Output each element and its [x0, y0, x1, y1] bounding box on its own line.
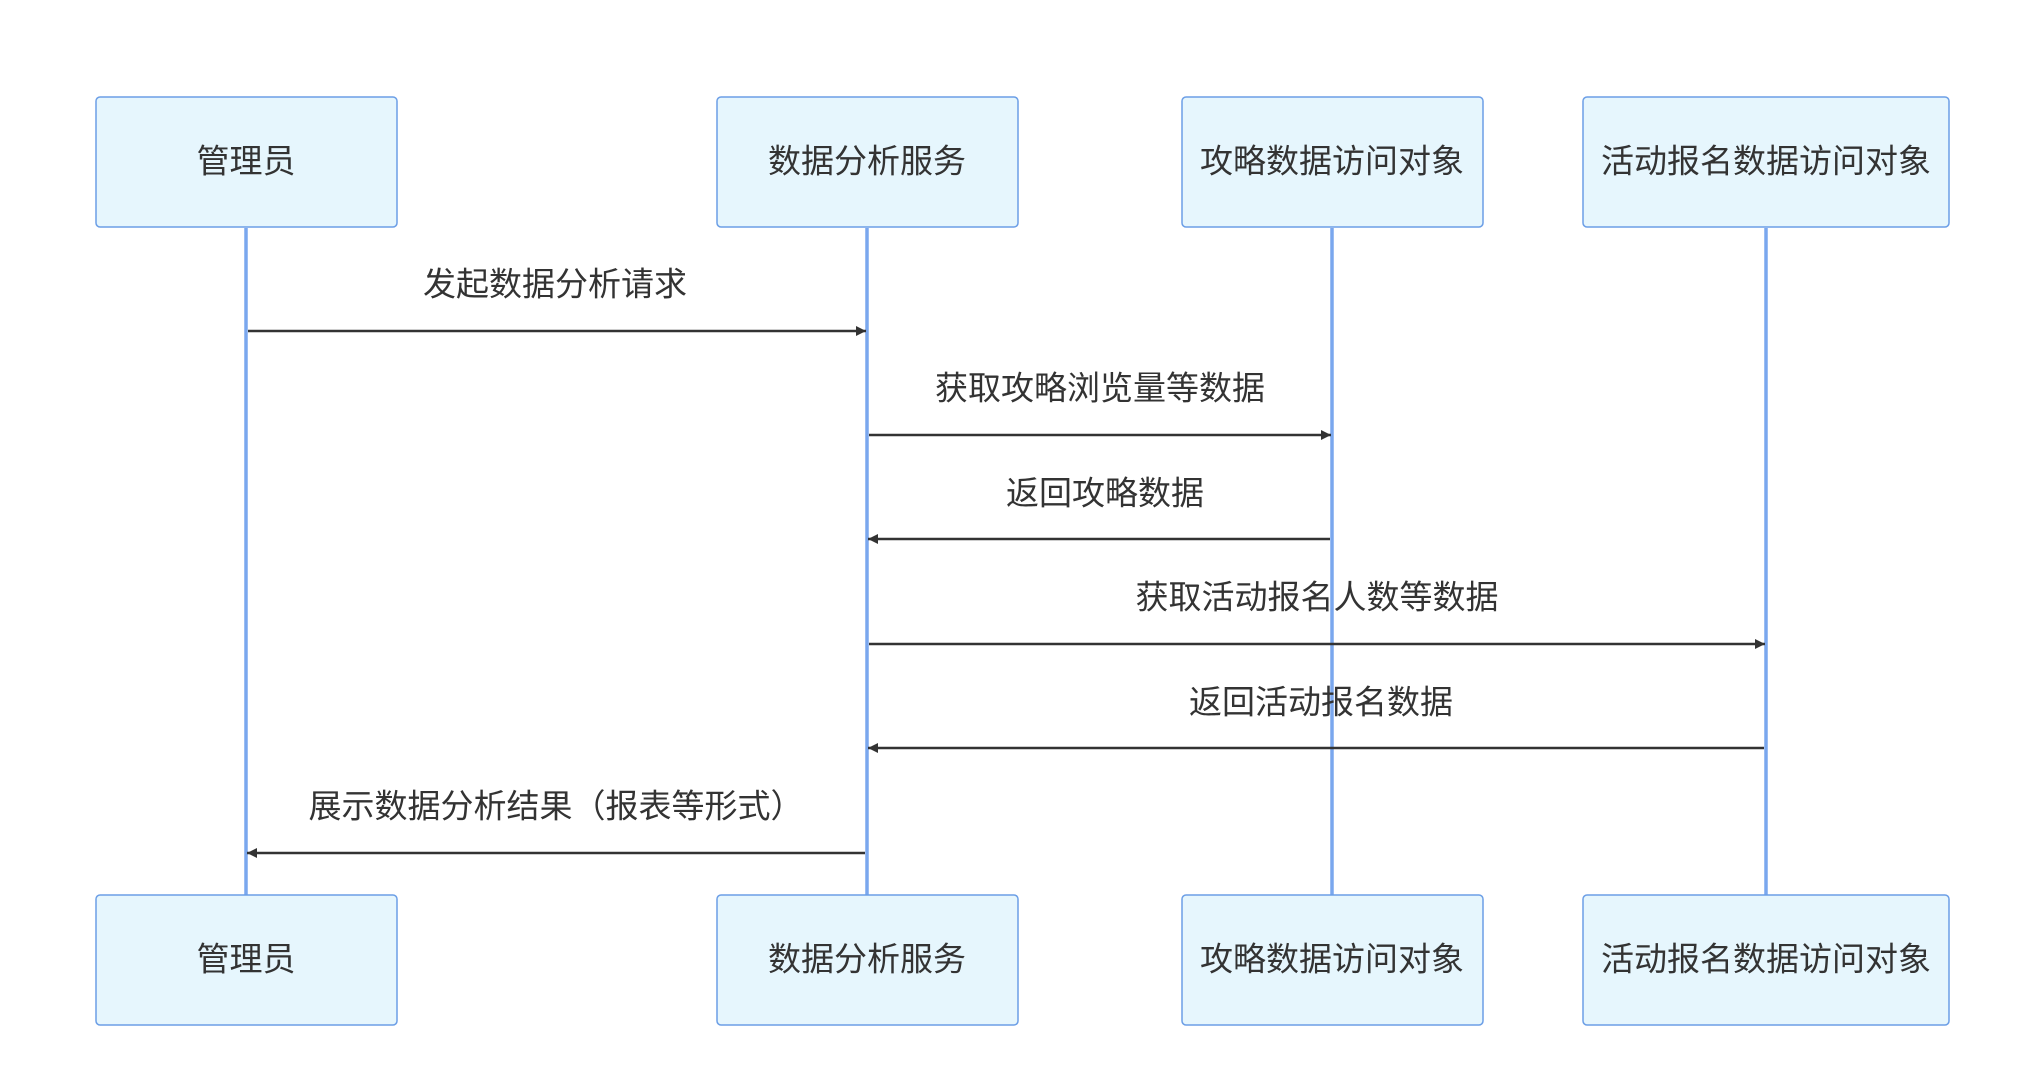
- message-label: 获取攻略浏览量等数据: [935, 369, 1265, 408]
- participant-guide-dao-top: 攻略数据访问对象: [1181, 96, 1484, 228]
- participant-box: [95, 894, 398, 1026]
- message-label: 返回攻略数据: [1006, 474, 1204, 513]
- message-label: 展示数据分析结果（报表等形式）: [309, 787, 804, 826]
- participant-guide-dao-bottom: 攻略数据访问对象: [1181, 894, 1484, 1026]
- message-5: 返回活动报名数据: [868, 683, 1764, 753]
- participant-admin-top: 管理员: [95, 96, 398, 228]
- participant-label: 活动报名数据访问对象: [1601, 940, 1931, 979]
- message-1: 发起数据分析请求: [248, 265, 866, 336]
- messages: 发起数据分析请求 获取攻略浏览量等数据 返回攻略数据 获取活动报名人数等数据 返…: [247, 265, 1765, 858]
- message-2: 获取攻略浏览量等数据: [869, 369, 1331, 440]
- participant-label: 活动报名数据访问对象: [1601, 142, 1931, 181]
- participant-signup-dao-bottom: 活动报名数据访问对象: [1582, 894, 1950, 1026]
- participant-label: 攻略数据访问对象: [1200, 940, 1464, 979]
- participant-label: 管理员: [197, 142, 296, 181]
- participant-analysis-bottom: 数据分析服务: [716, 894, 1019, 1026]
- participants-bottom: 管理员 数据分析服务 攻略数据访问对象 活动报名数据访问对象: [95, 894, 1950, 1026]
- participant-admin-bottom: 管理员: [95, 894, 398, 1026]
- message-label: 发起数据分析请求: [423, 265, 687, 304]
- message-6: 展示数据分析结果（报表等形式）: [247, 787, 865, 858]
- participant-box: [716, 96, 1019, 228]
- message-label: 返回活动报名数据: [1189, 683, 1453, 722]
- participant-box: [1181, 96, 1484, 228]
- participant-box: [1582, 894, 1950, 1026]
- participant-label: 管理员: [197, 940, 296, 979]
- participant-label: 数据分析服务: [768, 940, 966, 979]
- participant-box: [716, 894, 1019, 1026]
- participant-analysis-top: 数据分析服务: [716, 96, 1019, 228]
- participant-box: [1582, 96, 1950, 228]
- message-label: 获取活动报名人数等数据: [1136, 578, 1499, 617]
- message-4: 获取活动报名人数等数据: [869, 578, 1765, 649]
- participant-label: 攻略数据访问对象: [1200, 142, 1464, 181]
- participant-signup-dao-top: 活动报名数据访问对象: [1582, 96, 1950, 228]
- participants-top: 管理员 数据分析服务 攻略数据访问对象 活动报名数据访问对象: [95, 96, 1950, 228]
- participant-box: [95, 96, 398, 228]
- participant-label: 数据分析服务: [768, 142, 966, 181]
- participant-box: [1181, 894, 1484, 1026]
- message-3: 返回攻略数据: [868, 474, 1330, 544]
- lifelines: [244, 228, 1768, 896]
